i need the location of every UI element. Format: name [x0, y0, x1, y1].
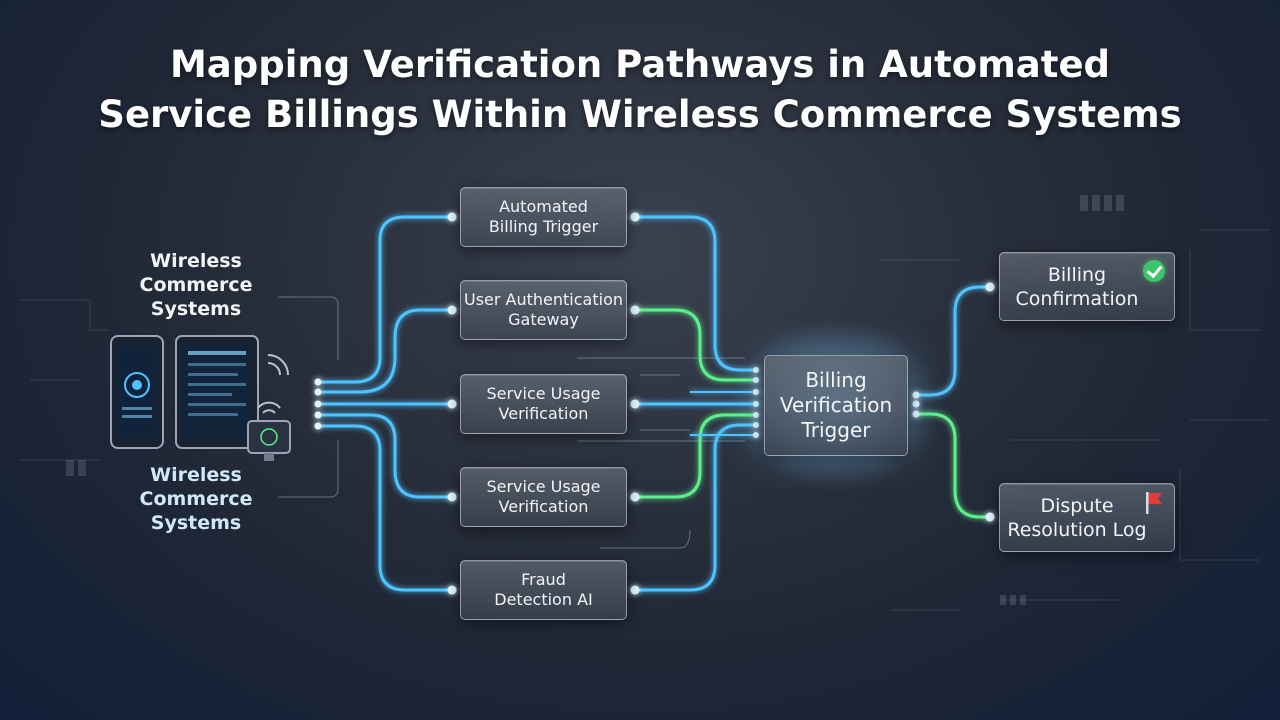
red-flag-icon	[1146, 492, 1162, 514]
outcome-dispute-resolution-log: Dispute Resolution Log	[999, 483, 1175, 552]
smartphone-icon	[110, 335, 164, 449]
port-dots	[314, 212, 995, 595]
path-source-to-usage-2	[320, 413, 450, 499]
stage-fraud-detection-ai: Fraud Detection AI	[460, 560, 627, 620]
diagram-title: Mapping Verification Pathways in Automat…	[0, 40, 1280, 140]
circuit-background	[20, 229, 1270, 611]
tablet-icon	[175, 335, 259, 449]
outcome-label: Dispute Resolution Log	[1007, 494, 1147, 541]
path-hub-to-confirmation	[918, 285, 990, 397]
stage-label: Automated Billing Trigger	[488, 197, 599, 236]
title-line-2: Service Billings Within Wireless Commerc…	[98, 93, 1182, 136]
circuit-dots	[66, 195, 1124, 605]
stage-user-authentication-gateway: User Authentication Gateway	[460, 280, 627, 340]
stage-service-usage-verification-2: Service Usage Verification	[460, 467, 627, 527]
source-label-top: Wireless Commerce Systems	[139, 250, 253, 320]
output-pathways	[918, 285, 990, 519]
stage-label: Fraud Detection AI	[494, 570, 593, 609]
devices-illustration	[110, 335, 291, 461]
path-source-to-billing-trigger	[320, 215, 450, 384]
stage-label: Service Usage Verification	[486, 384, 601, 423]
input-pathways	[320, 215, 450, 592]
stage-label: Service Usage Verification	[486, 477, 601, 516]
source-label-bottom: Wireless Commerce Systems	[139, 464, 253, 534]
path-fraud-to-hub	[636, 423, 755, 592]
path-source-to-fraud	[320, 424, 450, 592]
stage-label: User Authentication Gateway	[463, 290, 623, 329]
outcome-label: Billing Confirmation	[1015, 263, 1139, 310]
stage-service-usage-verification-1: Service Usage Verification	[460, 374, 627, 434]
path-hub-to-dispute	[918, 412, 990, 519]
wifi-icon	[257, 354, 289, 414]
hub-billing-verification-trigger: Billing Verification Trigger	[764, 355, 908, 456]
path-auth-gateway-to-hub	[636, 308, 755, 382]
check-circle-icon	[1143, 260, 1165, 282]
path-usage-2-to-hub	[636, 413, 755, 499]
hub-pathways	[636, 215, 755, 592]
title-line-1: Mapping Verification Pathways in Automat…	[169, 43, 1111, 86]
payment-terminal-icon	[247, 420, 291, 461]
path-billing-trigger-to-hub	[636, 215, 755, 372]
path-source-to-auth-gateway	[320, 308, 450, 394]
stage-automated-billing-trigger: Automated Billing Trigger	[460, 187, 627, 247]
hub-label: Billing Verification Trigger	[779, 368, 893, 442]
